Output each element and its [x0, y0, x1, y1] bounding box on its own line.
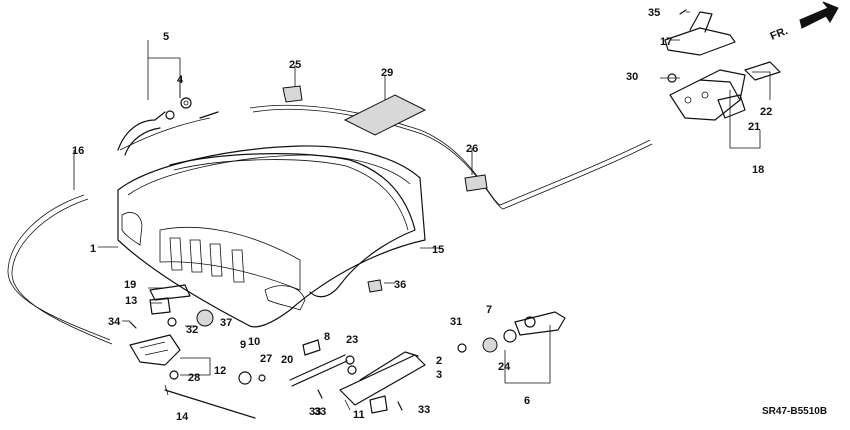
callout-26: 26 [466, 143, 478, 155]
callout-11: 11 [353, 409, 365, 421]
callout-34: 34 [108, 316, 121, 328]
callout-14: 14 [176, 411, 189, 423]
callout-15: 15 [432, 244, 444, 256]
trunk-lid [117, 145, 426, 328]
callout-12: 12 [214, 365, 226, 377]
callout-25: 25 [289, 59, 301, 71]
callout-33: 33 [418, 404, 430, 416]
trunk-latch [129, 284, 214, 380]
rod-14 [164, 384, 256, 419]
grommet-26 [464, 174, 488, 192]
diagram-code: SR47-B5510B [762, 406, 827, 417]
callout-35: 35 [648, 7, 660, 19]
forward-arrow-icon [799, 1, 839, 29]
callout-37: 37 [220, 317, 232, 329]
trunk-hinge [238, 339, 426, 414]
grommet-25 [282, 85, 303, 103]
callout-7: 7 [486, 304, 492, 316]
release-cable [7, 104, 653, 345]
latch-assembly-right [664, 9, 781, 149]
callout-5: 5 [163, 31, 169, 43]
pad-29 [343, 94, 427, 136]
callout-36: 36 [394, 279, 406, 291]
callout-33: 33 [314, 406, 326, 418]
callout-27: 27 [260, 353, 272, 365]
callout-31: 31 [450, 316, 462, 328]
leader-lines [73, 11, 690, 327]
callout-33: 33 [309, 406, 321, 418]
callout-1: 1 [90, 243, 96, 255]
callout-21: 21 [748, 121, 760, 133]
weatherstrip [169, 153, 416, 298]
callout-10: 10 [248, 336, 260, 348]
callout-32: 32 [186, 324, 198, 336]
clip-36 [367, 279, 383, 293]
callout-9: 9 [240, 339, 246, 351]
callout-3: 3 [436, 369, 442, 381]
callout-2: 2 [436, 355, 442, 367]
callout-6: 6 [524, 395, 530, 407]
callout-19: 19 [124, 279, 136, 291]
callout-8: 8 [324, 331, 330, 343]
callout-24: 24 [498, 361, 511, 373]
trunk-opener-actuator [117, 57, 192, 156]
callout-22: 22 [760, 106, 772, 118]
callout-28: 28 [188, 372, 200, 384]
callout-29: 29 [381, 67, 393, 79]
callout-16: 16 [72, 145, 84, 157]
callout-23: 23 [346, 334, 358, 346]
callout-13: 13 [125, 295, 137, 307]
callout-20: 20 [281, 354, 293, 366]
callout-17: 17 [660, 36, 672, 48]
trunk-cylinder [457, 311, 566, 384]
callout-4: 4 [177, 74, 184, 86]
callout-30: 30 [626, 71, 638, 83]
direction-label: FR. [769, 25, 790, 43]
callout-18: 18 [752, 164, 764, 176]
